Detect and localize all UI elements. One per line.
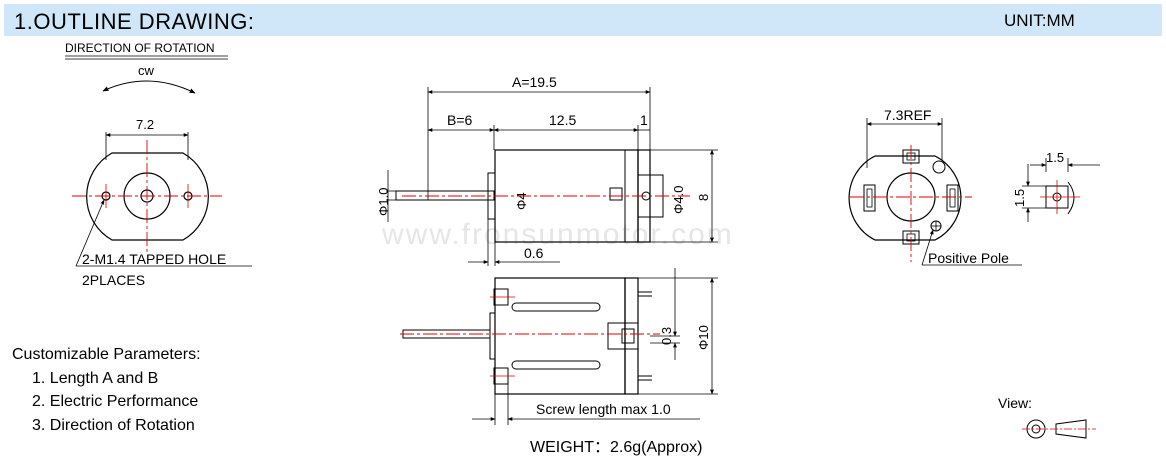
dim-boss: Φ4 [514,192,529,210]
dim-ref: 7.3REF [884,107,931,123]
positive-pole-label: Positive Pole [928,250,1009,266]
left-view: DIRECTION OF ROTATION cw 7.2 2-M1.4 TAPP… [65,41,252,288]
dim-screw-offset: 0.3 [659,327,674,345]
motor-end-outline [86,152,209,241]
watermark: www.fronsunmotor.com [381,218,734,251]
dim-end-boss: Φ4.0 [671,186,686,214]
dim-boss-length: 0.6 [524,245,544,261]
param-item: 3. Direction of Rotation [32,416,195,434]
rotation-direction: cw [138,63,155,78]
drawing-title: 1.OUTLINE DRAWING: [14,9,255,34]
bottom-view: 0.3 Φ10 Screw length max 1.0 [400,268,718,425]
dim-shaft: Φ1.0 [376,188,391,216]
dim-terminal-height: 1.5 [1012,189,1027,207]
dim-width: 7.2 [136,117,154,132]
unit-label: UNIT:MM [1004,11,1075,30]
dim-a: A=19.5 [512,74,557,90]
screw-length-note: Screw length max 1.0 [536,401,671,417]
right-view: 7.3REF Positive Pole [848,107,1022,266]
dim-diameter: Φ10 [696,325,711,350]
dim-end: 1 [640,112,648,128]
dim-height: 8 [696,194,711,201]
param-item: 1. Length A and B [32,369,159,387]
weight-label: WEIGHT：2.6g(Approx) [530,439,703,456]
dim-body: 12.5 [549,112,576,128]
projection-view-symbol: View: [998,395,1096,439]
view-label: View: [998,395,1032,411]
tapped-hole-label: 2-M1.4 TAPPED HOLE [82,251,226,267]
tapped-hole-places: 2PLACES [82,272,145,288]
param-item: 2. Electric Performance [32,393,199,410]
motor-rear-outline [848,155,962,241]
rotation-title: DIRECTION OF ROTATION [65,41,215,55]
terminal-detail: 1.5 1.5 [1012,150,1100,222]
params-title: Customizable Parameters: [12,346,201,363]
rotation-arrow [102,80,196,94]
header-bar: 1.OUTLINE DRAWING: UNIT:MM [4,4,1162,36]
customizable-parameters: Customizable Parameters: 1. Length A and… [12,343,201,437]
side-view: A=19.5 B=6 12.5 1 Φ1.0 Φ4 Φ4.0 8 [376,74,718,266]
dim-terminal-width: 1.5 [1046,150,1064,165]
dim-b: B=6 [447,112,473,128]
